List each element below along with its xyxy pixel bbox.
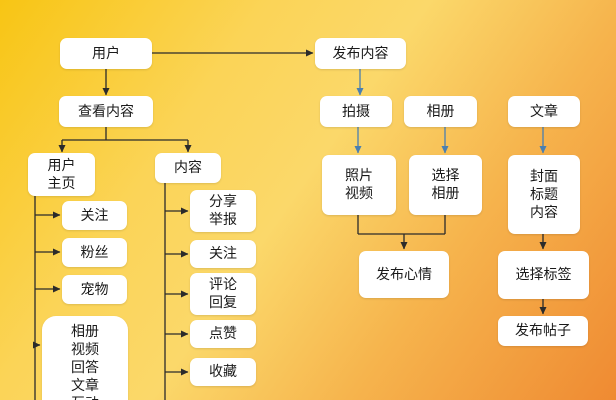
- node-publish-post: 发布帖子: [498, 316, 588, 346]
- node-album: 相册: [404, 96, 477, 127]
- node-cover-title-content: 封面 标题 内容: [508, 155, 580, 234]
- node-collect: 收藏: [190, 358, 256, 386]
- node-user: 用户: [60, 38, 152, 69]
- node-home-list: 相册 视频 回答 文章 互动: [42, 316, 128, 400]
- node-shoot: 拍摄: [320, 96, 392, 127]
- node-content: 内容: [155, 153, 221, 183]
- node-publish-mood: 发布心情: [359, 251, 449, 298]
- node-publish-content: 发布内容: [315, 38, 406, 69]
- node-view-content: 查看内容: [59, 96, 153, 127]
- node-photo-video: 照片 视频: [322, 155, 396, 215]
- node-select-album: 选择 相册: [409, 155, 482, 215]
- node-like: 点赞: [190, 320, 256, 348]
- node-follow-1: 关注: [62, 201, 127, 230]
- node-article: 文章: [508, 96, 580, 127]
- node-share-report: 分享 举报: [190, 190, 256, 232]
- node-comment-reply: 评论 回复: [190, 273, 256, 315]
- node-follow-2: 关注: [190, 240, 256, 268]
- node-fans: 粉丝: [62, 238, 127, 267]
- node-select-tags: 选择标签: [498, 251, 589, 299]
- node-pets: 宠物: [62, 275, 127, 304]
- node-user-home: 用户 主页: [28, 153, 95, 196]
